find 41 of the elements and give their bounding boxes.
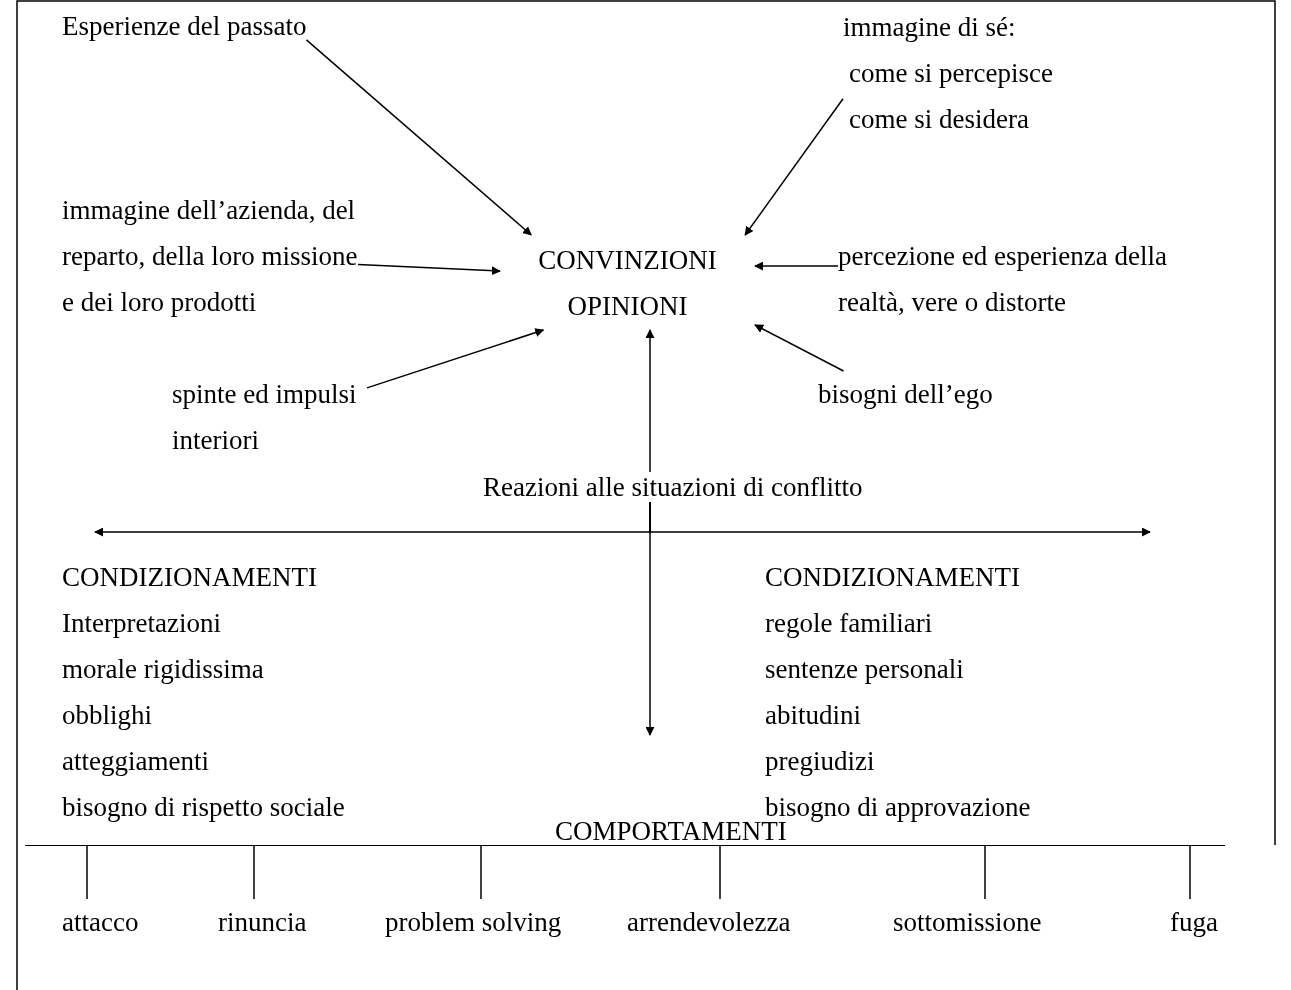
list-item: Interpretazioni (62, 608, 221, 638)
connector-line (984, 845, 986, 900)
node-label: Esperienze del passato (62, 11, 307, 41)
node-label: Reazioni alle situazioni di conflitto (483, 472, 863, 502)
connector-line (253, 845, 255, 900)
heading-text: CONDIZIONAMENTI (765, 562, 1020, 592)
arrow (366, 328, 545, 389)
arrow (754, 324, 845, 372)
list-item: sentenze personali (765, 654, 964, 684)
arrow (645, 329, 655, 473)
node-label: bisogni dell’ego (818, 371, 993, 417)
arrow (754, 261, 839, 271)
arrow (305, 39, 532, 236)
list-item: regole familiari (765, 608, 933, 638)
arrow (645, 501, 655, 736)
list-item: pregiudizi (765, 746, 875, 776)
heading-text: CONDIZIONAMENTI (62, 562, 317, 592)
behavior-label: problem solving (385, 899, 562, 945)
list-item: abitudini (765, 700, 861, 730)
list-item: morale rigidissima (62, 654, 264, 684)
baseline-bar (25, 822, 1225, 846)
connector-line (480, 845, 482, 900)
node-label: immagine dell’azienda, del reparto, della loro missione e dei loro prodotti (62, 187, 358, 325)
connector-line (1189, 845, 1191, 900)
list-item: obblighi (62, 700, 152, 730)
behavior-label: rinuncia (218, 899, 307, 945)
connector-line (719, 845, 721, 900)
list-item: atteggiamenti (62, 746, 209, 776)
behavior-label: sottomissione (893, 899, 1042, 945)
node-label: percezione ed esperienza della realtà, vere o distorte (838, 233, 1168, 325)
behavior-label: fuga (1170, 899, 1218, 945)
node-label: CONVINZIONI OPINIONI (500, 235, 755, 330)
connector-line (86, 845, 88, 900)
heading-text: immagine di sé: (843, 11, 1016, 44)
list-item: come si percepisce come si desidera (849, 57, 1054, 136)
node-label: spinte ed impulsi interiori (172, 371, 367, 463)
arrow (357, 263, 501, 276)
behavior-label: attacco (62, 899, 139, 945)
arrow (744, 97, 844, 236)
behavior-label: arrendevolezza (627, 899, 791, 945)
list-item: bisogno di rispetto sociale (62, 792, 345, 822)
